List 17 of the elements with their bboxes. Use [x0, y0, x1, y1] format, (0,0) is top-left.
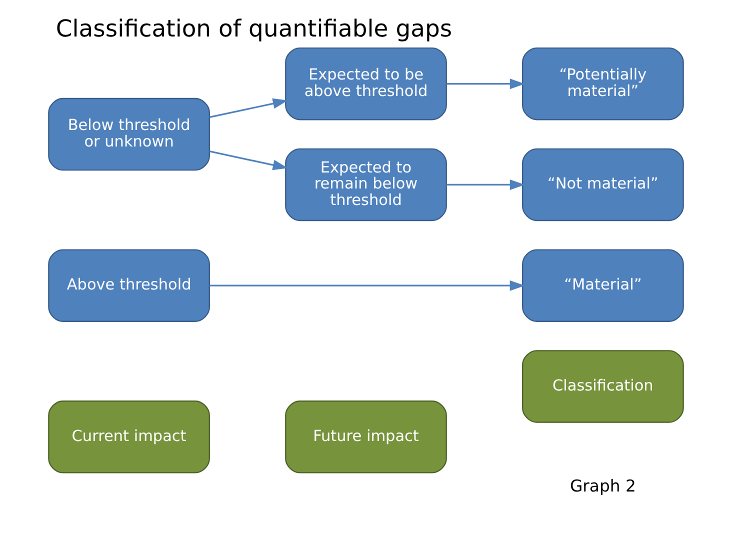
- arrow: [210, 280, 525, 291]
- diagram-title: Classification of quantifiable gaps: [56, 14, 452, 42]
- node-box: “Potentially material”: [522, 47, 684, 120]
- node-box: Above threshold: [48, 249, 210, 322]
- node-box: Expected to remain below threshold: [285, 148, 447, 222]
- arrow: [446, 179, 525, 190]
- label: Graph 2: [570, 476, 636, 496]
- node-box: “Not material”: [522, 148, 684, 222]
- arrow: [209, 98, 288, 118]
- node-box: Classification: [522, 350, 684, 423]
- arrow: [446, 78, 525, 90]
- node-box: Below threshold or unknown: [48, 98, 210, 171]
- arrow: [209, 150, 288, 170]
- node-box: Current impact: [48, 400, 210, 474]
- node-box: “Material”: [522, 249, 684, 322]
- node-box: Expected to be above threshold: [285, 47, 447, 120]
- node-box: Future impact: [285, 400, 447, 474]
